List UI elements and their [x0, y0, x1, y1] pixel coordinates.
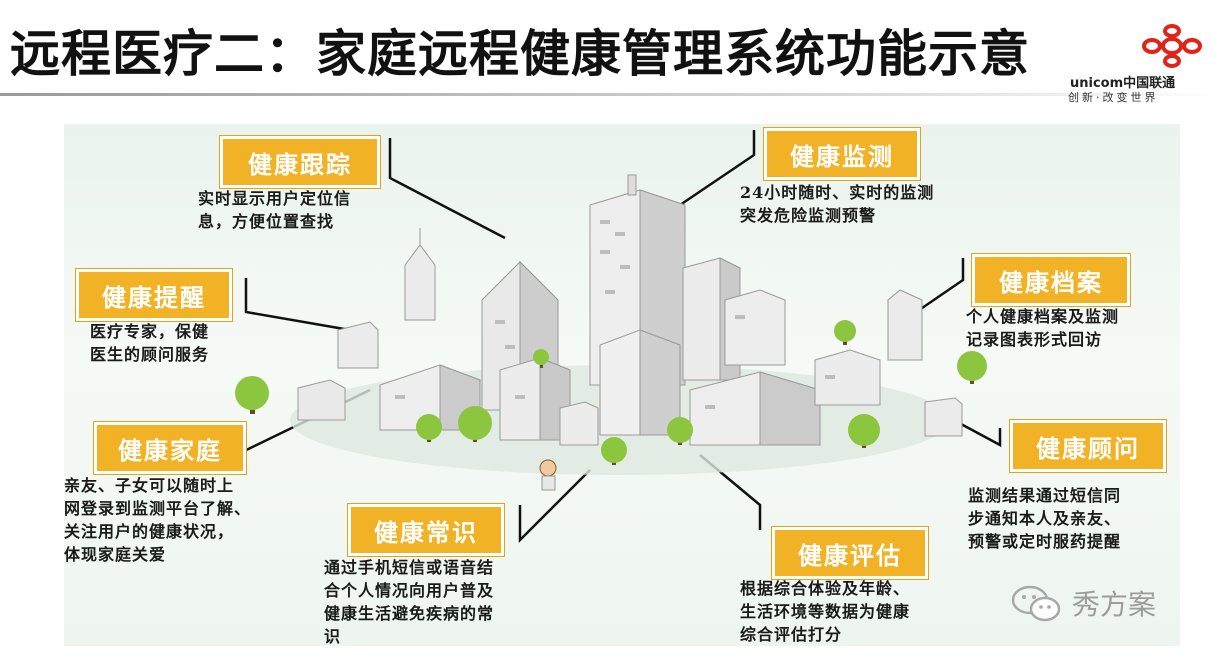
desc-health-tracking: 实时显示用户定位信息，方便位置查找 — [198, 187, 351, 233]
desc-health-records: 个人健康档案及监测记录图表形式回访 — [966, 305, 1119, 351]
tag-health-family: 健康家庭 — [94, 422, 246, 474]
desc-health-family: 亲友、子女可以随时上网登录到监测平台了解、 关注用户的健康状况，体现家庭关爱 — [64, 474, 251, 566]
connector-tracking — [390, 138, 505, 238]
tag-health-tracking: 健康跟踪 — [220, 136, 380, 188]
tag-health-records: 健康档案 — [972, 254, 1130, 306]
tag-health-reminder: 健康提醒 — [76, 269, 232, 321]
watermark-text: 秀方案 — [1072, 583, 1156, 623]
desc-health-reminder: 医疗专家，保健医生的顾问服务 — [90, 320, 209, 366]
connector-reminder — [246, 278, 350, 330]
watermark: 秀方案 — [1010, 583, 1156, 623]
tag-health-advisor: 健康顾问 — [1010, 420, 1166, 472]
desc-health-assessment: 根据综合体验及年龄、生活环境等数据为健康 综合评估打分 — [740, 577, 910, 646]
tag-health-knowledge: 健康常识 — [348, 504, 504, 556]
desc-health-knowledge: 通过手机短信或语音结合个人情况向用户普及 健康生活避免疾病的常识 — [324, 556, 494, 648]
doctor-figure-icon — [540, 460, 556, 490]
tag-health-assessment: 健康评估 — [772, 527, 928, 579]
desc-health-monitoring: 24小时随时、实时的监测突发危险监测预警 — [740, 181, 934, 227]
wechat-icon — [1010, 583, 1062, 623]
tag-health-monitoring: 健康监测 — [764, 128, 920, 180]
desc-health-advisor: 监测结果通过短信同步通知本人及亲友、 预警或定时服药提醒 — [968, 484, 1121, 553]
